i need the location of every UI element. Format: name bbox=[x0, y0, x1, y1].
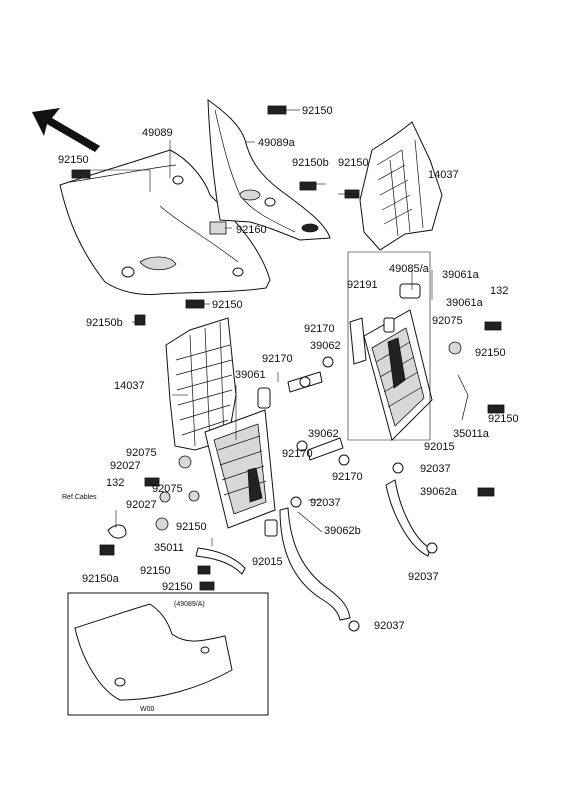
callout-labels: 49089 49089a 92150 92150 92150b 92150 14… bbox=[58, 105, 519, 632]
label-35011: 35011 bbox=[154, 542, 184, 554]
inset-label: (49089/A) bbox=[174, 601, 205, 608]
fasteners bbox=[71, 105, 505, 632]
label-39062a: 39062a bbox=[420, 486, 458, 498]
label-14037-right: 14037 bbox=[428, 169, 459, 181]
label-92037-c: 92037 bbox=[408, 571, 439, 583]
label-92150-shroud: 92150 bbox=[212, 299, 243, 311]
label-92150-r2: 92150 bbox=[488, 413, 519, 425]
label-92150-top: 92150 bbox=[302, 105, 333, 117]
left-radiator-shroud bbox=[59, 149, 271, 295]
label-92150-r1: 92150 bbox=[475, 347, 506, 359]
label-92170-a: 92170 bbox=[304, 323, 335, 335]
right-shroud-bracket bbox=[207, 99, 331, 241]
label-132-left: 132 bbox=[106, 477, 124, 489]
left-radiator bbox=[204, 387, 278, 537]
label-92037-d: 92037 bbox=[374, 620, 405, 632]
label-49085a: 49085/a bbox=[389, 263, 430, 275]
label-92150-c: 92150 bbox=[176, 521, 207, 533]
inset-caption: W00 bbox=[140, 706, 155, 713]
label-14037-left: 14037 bbox=[114, 380, 145, 392]
label-39061: 39061 bbox=[235, 369, 266, 381]
label-92075-right: 92075 bbox=[432, 315, 463, 327]
label-92160: 92160 bbox=[236, 224, 267, 236]
label-39062-b: 39062 bbox=[308, 428, 339, 440]
front-direction-arrow bbox=[32, 108, 100, 152]
label-92150-e: 92150 bbox=[162, 581, 193, 593]
label-92150-d: 92150 bbox=[140, 565, 171, 577]
label-92150a: 92150a bbox=[82, 573, 120, 585]
label-49089a: 49089a bbox=[258, 137, 296, 149]
label-35011a: 35011a bbox=[453, 428, 490, 440]
label-92075-l1: 92075 bbox=[126, 447, 157, 459]
leader-lines bbox=[85, 109, 433, 546]
label-92015-left: 92015 bbox=[252, 556, 283, 568]
label-92170-b: 92170 bbox=[262, 353, 293, 365]
label-92027-b: 92027 bbox=[126, 499, 157, 511]
radiator-hoses bbox=[195, 317, 431, 621]
label-92015-right: 92015 bbox=[424, 441, 455, 453]
label-92150b-low: 92150b bbox=[86, 317, 123, 329]
label-92027-a: 92027 bbox=[110, 460, 141, 472]
label-39061a-b: 39061a bbox=[446, 297, 484, 309]
label-92150-mid: 92150 bbox=[338, 157, 369, 169]
label-132-right: 132 bbox=[490, 285, 508, 297]
label-49089: 49089 bbox=[142, 127, 173, 139]
inset-box: (49089/A) W00 bbox=[67, 592, 269, 716]
label-92191: 92191 bbox=[347, 279, 378, 291]
label-92075-l2: 92075 bbox=[152, 483, 183, 495]
label-92170-c: 92170 bbox=[282, 448, 313, 460]
label-92037-b: 92037 bbox=[310, 497, 341, 509]
label-92150-left: 92150 bbox=[58, 154, 89, 166]
label-39062-a: 39062 bbox=[310, 340, 341, 352]
label-39062b: 39062b bbox=[324, 525, 361, 537]
label-92150b-mid: 92150b bbox=[292, 157, 329, 169]
label-39061a: 39061a bbox=[442, 269, 480, 281]
label-92037-a: 92037 bbox=[420, 463, 451, 475]
label-92170-d: 92170 bbox=[332, 471, 363, 483]
radiator-grille-right bbox=[359, 121, 443, 251]
label-ref-cables: Ref.Cables bbox=[62, 494, 97, 501]
right-radiator bbox=[363, 283, 433, 441]
